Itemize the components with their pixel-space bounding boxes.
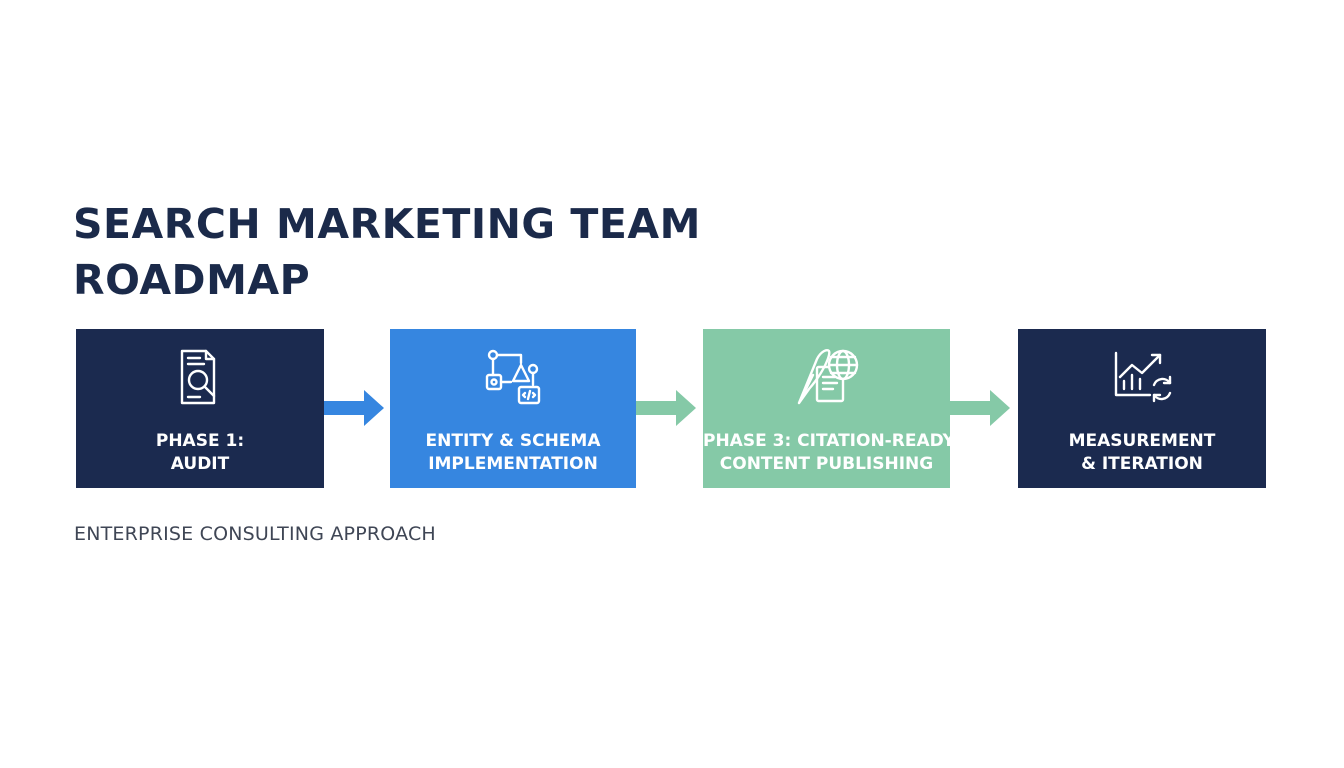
phase-1-label: PHASE 1: AUDIT <box>76 430 324 476</box>
phase-2-label-line-2: IMPLEMENTATION <box>428 454 598 474</box>
phase-4-label-line-2: & ITERATION <box>1081 454 1203 474</box>
page-title: SEARCH MARKETING TEAM ROADMAP <box>73 196 773 308</box>
subtitle: ENTERPRISE CONSULTING APPROACH <box>74 523 436 545</box>
schema-graph-icon <box>481 345 545 409</box>
phase-1-label-line-2: AUDIT <box>170 454 230 474</box>
arrow-1 <box>324 388 386 428</box>
quill-document-globe-icon <box>795 345 859 409</box>
phase-2-label-line-1: ENTITY & SCHEMA <box>425 431 601 451</box>
phase-2-box: ENTITY & SCHEMA IMPLEMENTATION <box>390 329 636 488</box>
arrow-3 <box>950 388 1012 428</box>
phase-4-label: MEASUREMENT & ITERATION <box>1018 430 1266 476</box>
phase-3-label-line-1: PHASE 3: CITATION-READY <box>703 431 955 451</box>
phase-2-label: ENTITY & SCHEMA IMPLEMENTATION <box>390 430 636 476</box>
title-line-2: ROADMAP <box>73 256 311 304</box>
title-line-1: SEARCH MARKETING TEAM <box>73 200 701 248</box>
phase-3-label: PHASE 3: CITATION-READY CONTENT PUBLISHI… <box>703 430 955 476</box>
phase-4-label-line-1: MEASUREMENT <box>1068 431 1216 451</box>
phase-1-label-line-1: PHASE 1: <box>155 431 245 451</box>
phase-3-label-line-2: CONTENT PUBLISHING <box>719 454 934 474</box>
phase-1-box: PHASE 1: AUDIT <box>76 329 324 488</box>
phase-3-box: PHASE 3: CITATION-READY CONTENT PUBLISHI… <box>703 329 955 488</box>
phase-4-box: MEASUREMENT & ITERATION <box>1018 329 1266 488</box>
document-search-icon <box>168 345 232 409</box>
chart-refresh-icon <box>1110 345 1174 409</box>
arrow-2 <box>636 388 698 428</box>
